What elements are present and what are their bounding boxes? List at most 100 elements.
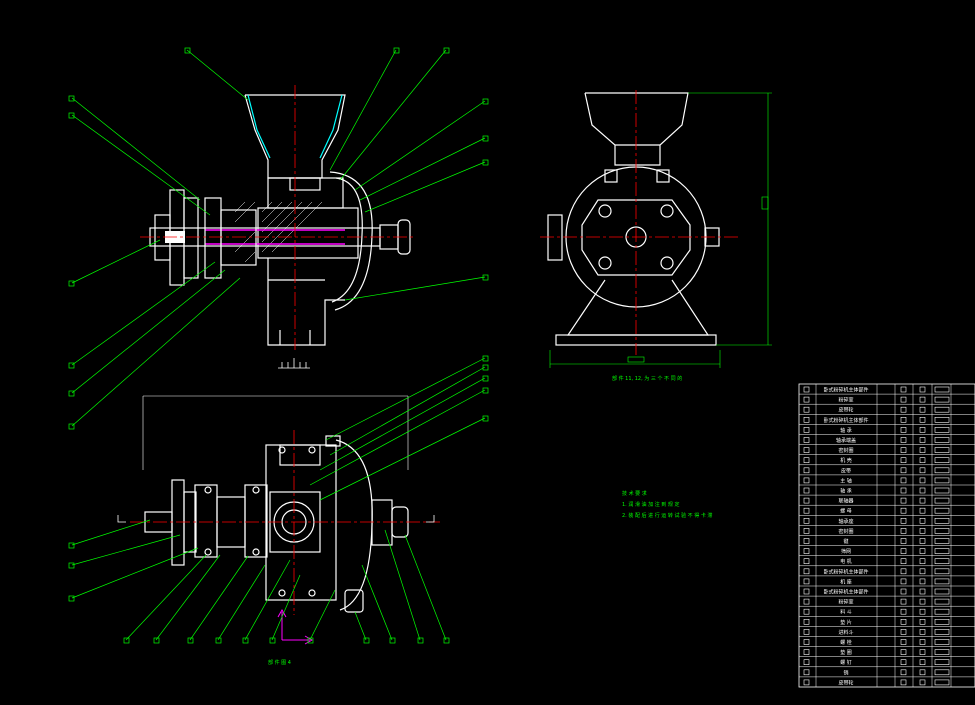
bom-row-label: 料 斗 — [840, 609, 852, 616]
bom-row-label: 皮带轮 — [838, 679, 853, 686]
technical-requirements: 技 术 要 求 1. 润 滑 油 加 注 到 规 定 2. 装 配 后 进 行 … — [622, 490, 712, 519]
bom-weight-box — [934, 639, 950, 645]
bom-item-box — [803, 447, 810, 453]
bom-weight-box — [934, 659, 950, 666]
bom-material-box — [919, 416, 926, 423]
bom-material-box — [919, 437, 926, 443]
bom-qty-box — [900, 598, 907, 605]
bom-row-label: 机 壳 — [840, 457, 852, 464]
bom-qty-box — [900, 578, 907, 585]
bom-item-box — [803, 457, 810, 464]
bom-row-label: 螺 母 — [840, 508, 852, 515]
bom-qty-box — [900, 386, 907, 393]
top-view: 部 件 图 4 — [68, 355, 489, 666]
bom-row-label: 密封圈 — [838, 447, 853, 454]
bom-material-box — [919, 679, 926, 686]
bom-weight-box — [934, 457, 950, 464]
housing — [257, 171, 373, 346]
bom-row-label: 键 — [843, 538, 848, 545]
bom-item-box — [803, 568, 810, 575]
bom-material-box — [919, 578, 926, 585]
bom-material-box — [919, 659, 926, 666]
bom-row-label: 主 轴 — [840, 477, 852, 484]
bom-material-box — [919, 487, 926, 494]
bom-qty-box — [900, 649, 907, 655]
bom-item-box — [803, 548, 810, 554]
bom-weight-box — [934, 437, 950, 443]
bom-qty-box — [900, 427, 907, 433]
bom-row-label: 卧式粉碎机主体部件 — [823, 568, 868, 575]
bom-item-box — [803, 649, 810, 655]
bom-qty-box — [900, 588, 907, 595]
bom-row-label: 螺 栓 — [840, 639, 852, 646]
bom-material-box — [919, 608, 926, 615]
bom-row-label: 卧式粉碎机主体部件 — [823, 417, 868, 424]
bom-row-label: 筛网 — [841, 548, 851, 555]
bom-item-box — [803, 497, 810, 504]
bom-item-box — [803, 487, 810, 494]
bom-material-box — [919, 386, 926, 393]
bom-weight-box — [934, 427, 950, 433]
bom-row-label: 卧式粉碎机主体部件 — [823, 387, 868, 394]
bom-row-label: 垫 片 — [840, 619, 852, 626]
bom-item-box — [803, 588, 810, 595]
bom-item-box — [803, 386, 810, 393]
top-dimensions — [142, 395, 409, 470]
bom-material-box — [919, 447, 926, 453]
bom-weight-box — [934, 416, 950, 423]
bom-material-box — [919, 538, 926, 544]
bom-weight-box — [934, 548, 950, 554]
bom-item-box — [803, 538, 810, 544]
bom-qty-box — [900, 447, 907, 453]
bom-weight-box — [934, 517, 950, 524]
bom-weight-box — [934, 568, 950, 575]
bom-material-box — [919, 517, 926, 524]
bom-row-label: 皮带轮 — [838, 407, 853, 414]
bom-weight-box — [934, 618, 950, 625]
top-body — [144, 435, 409, 613]
top-view-caption: 部 件 图 4 — [268, 659, 291, 666]
bom-weight-box — [934, 588, 950, 595]
bom-material-box — [919, 477, 926, 484]
tech-notes-title: 技 术 要 求 — [622, 490, 647, 497]
section-leaders — [71, 49, 486, 427]
bom-qty-box — [900, 679, 907, 686]
bom-material-box — [919, 528, 926, 534]
bom-item-box — [803, 558, 810, 565]
bom-material-box — [919, 467, 926, 474]
bom-weight-box — [934, 608, 950, 615]
bom-row-label: 轴承座 — [838, 518, 853, 525]
pulley — [154, 189, 257, 286]
bom-material-box — [919, 457, 926, 464]
bom-qty-box — [900, 467, 907, 474]
bom-row-label: 螺 钉 — [840, 659, 852, 666]
bom-qty-box — [900, 659, 907, 666]
bom-material-box — [919, 618, 926, 625]
bom-material-box — [919, 588, 926, 595]
bom-weight-box — [934, 669, 950, 676]
bom-item-box — [803, 598, 810, 605]
bom-row-label: 粉碎室 — [838, 397, 853, 404]
bom-row-label: 销 — [843, 669, 848, 676]
bom-weight-box — [934, 497, 950, 504]
bom-weight-box — [934, 629, 950, 635]
bom-qty-box — [900, 487, 907, 494]
bom-material-box — [919, 598, 926, 605]
bom-item-box — [803, 608, 810, 615]
bom-weight-box — [934, 578, 950, 585]
bom-qty-box — [900, 406, 907, 413]
bom-weight-box — [934, 406, 950, 413]
bom-weight-box — [934, 528, 950, 534]
bom-item-box — [803, 416, 810, 423]
bom-material-box — [919, 497, 926, 504]
bom-weight-box — [934, 649, 950, 655]
bom-weight-box — [934, 538, 950, 544]
bom-qty-box — [900, 528, 907, 534]
section-markers — [117, 515, 435, 523]
bom-item-box — [803, 629, 810, 635]
ucs-icon — [277, 608, 314, 645]
bom-material-box — [919, 568, 926, 575]
bom-item-box — [803, 427, 810, 433]
top-leaders — [71, 357, 486, 641]
bom-qty-box — [900, 396, 907, 403]
